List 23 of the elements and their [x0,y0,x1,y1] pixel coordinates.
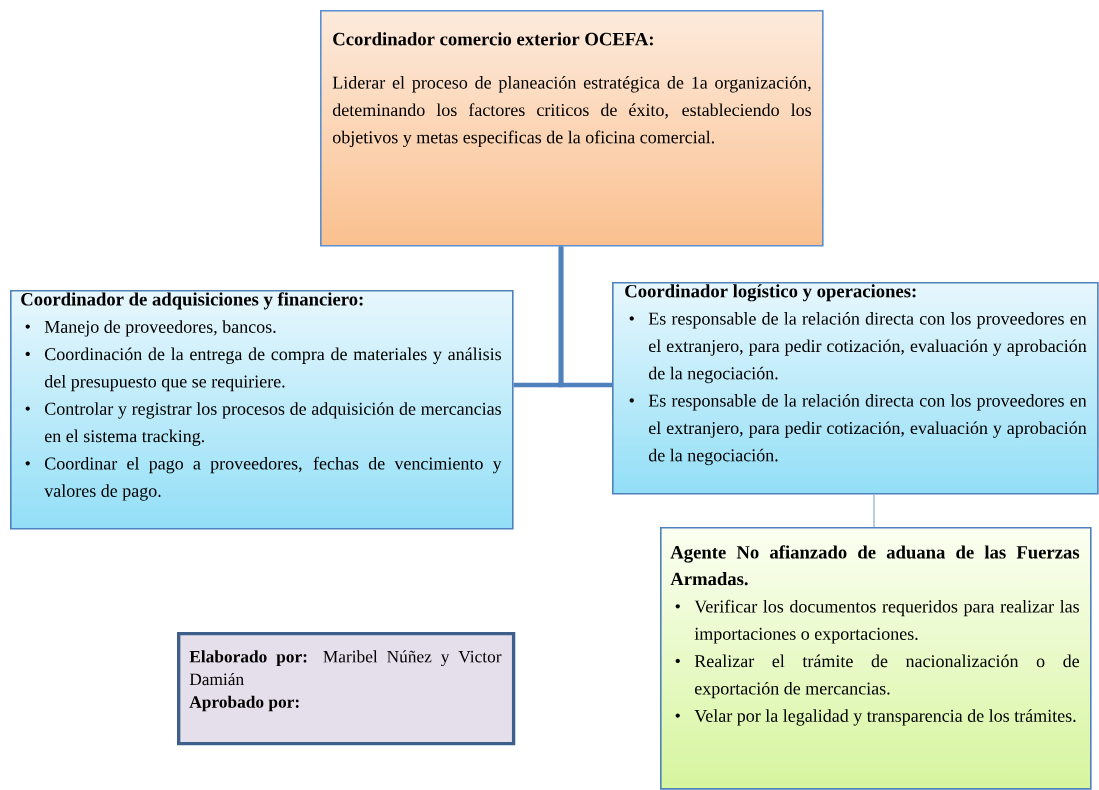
signature-box [177,632,516,746]
bullet-item: Es responsable de la relación directa con los proveedores en el extranjero, para pedir cotización, evaluación y aprobación de la negociación. [648,394,1087,466]
bullet-item: Verificar los documentos requeridos para realizar las importaciones o exportaciones. [694,599,1079,644]
bullet-item: Coordinación de la entrega de compra de materiales y análisis del presupuesto que se requiriere. [44,347,501,392]
author-text: Elaborado por: Maribel Núñez y Victor Damián [189,650,502,686]
heading: Agente No afianzado de aduana de las Fuerzas Armadas. [670,545,1080,586]
bullet-item: Manejo de proveedores, bancos. [44,320,276,337]
heading: Ccordinador comercio exterior OCEFA: [333,32,653,46]
bullet-item: Velar por la legalidad y transparencia de los trámites. [694,709,1076,726]
bullet-item: Controlar y registrar los procesos de adquisición de mercancias en el sistema tracking. [45,402,501,446]
heading: Coordinador logístico y operaciones: [625,284,916,302]
role-box [612,282,1099,495]
role-box [10,290,514,530]
connector-line [558,246,612,388]
bullet-item: Coordinar el pago a proveedores, fechas de vencimiento y valores de pago. [44,456,502,501]
bullet-item: Es responsable de la relación directa con los proveedores en el extranjero, para pedir cotización, evaluación y aprobación de la negociación. [648,312,1087,384]
connector-line [873,493,875,528]
approval-text: Aprobado por: [189,695,299,712]
role-box [660,527,1092,790]
description-text: Liderar el proceso de planeación estratégica de 1a organización, deteminando los factores criticos de éxito, estableciendo los objetivos y metas especificas de la oficina comercial. [332,76,811,148]
bullet-item: Realizar el trámite de nacionalización o de exportación de mercancias. [694,654,1080,699]
role-box [320,10,824,247]
heading: Coordinador de adquisiciones y financiero: [21,292,363,310]
